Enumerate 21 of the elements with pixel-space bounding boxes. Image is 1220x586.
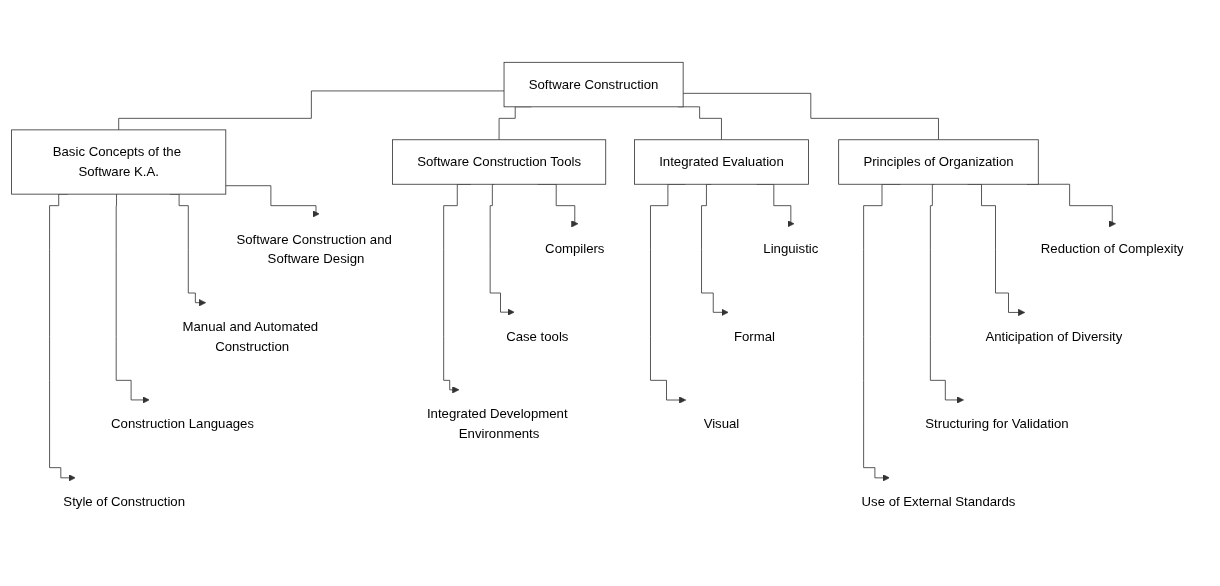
node-box: Integrated Evaluation xyxy=(634,139,809,185)
node-text: Integrated Development Environments xyxy=(426,406,568,441)
node-box: Principles of Organization xyxy=(838,139,1039,185)
connector xyxy=(682,92,939,141)
node-text: Case tools xyxy=(506,329,569,344)
node-text: Structuring for Validation xyxy=(925,416,1069,431)
node-box: Basic Concepts of the Software K.A. xyxy=(11,129,227,195)
node-box: Software Construction xyxy=(503,61,684,108)
node-text: Anticipation of Diversity xyxy=(985,329,1123,344)
node-text: Reduction of Complexity xyxy=(1040,241,1184,256)
node-text: Linguistic xyxy=(763,241,819,256)
connector xyxy=(118,90,505,131)
node-text: Software Construction and Software Design xyxy=(236,232,392,266)
node-text: Formal xyxy=(733,329,775,344)
node-text: Visual xyxy=(703,416,740,431)
node-text: Compilers xyxy=(545,241,605,256)
node-text: Style of Construction xyxy=(63,494,185,509)
node-text: Use of External Standards xyxy=(861,494,1016,509)
node-text: Manual and Automated Construction xyxy=(182,319,319,354)
node-box: Software Construction Tools xyxy=(392,139,607,185)
node-text: Construction Languages xyxy=(111,416,254,431)
